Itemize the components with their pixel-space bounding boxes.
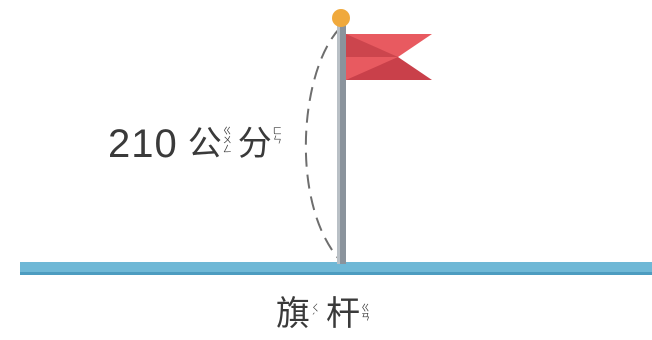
height-unit-char-1-zhuyin: ㄍ ㄨ ㄥ [222,127,232,155]
caption-char-2-zhuyin: ㄍ ㄢ [361,304,371,323]
caption-char-2: 杆 [326,294,361,334]
ground-line-edge [20,272,652,275]
flag [346,34,432,80]
flagpole-knob [332,9,350,27]
height-unit-char-1: 公 [187,124,222,164]
height-unit-char-2-zhuyin: ㄈ ㄣ [272,127,282,146]
flagpole-highlight [337,22,340,264]
height-dashed-arc [304,27,341,259]
caption-char-1-zhuyin: ㄑ ˊ [311,304,321,323]
ground-line [20,262,652,274]
caption-label: 旗 ㄑ ˊ 杆 ㄍ ㄢ [276,297,376,331]
flagpole [337,22,346,264]
height-number: 210 [108,122,178,166]
height-label: 210 公 ㄍ ㄨ ㄥ 分 ㄈ ㄣ [108,124,288,164]
caption-char-1: 旗 [276,294,310,334]
height-unit-char-2: 分 [237,124,272,164]
